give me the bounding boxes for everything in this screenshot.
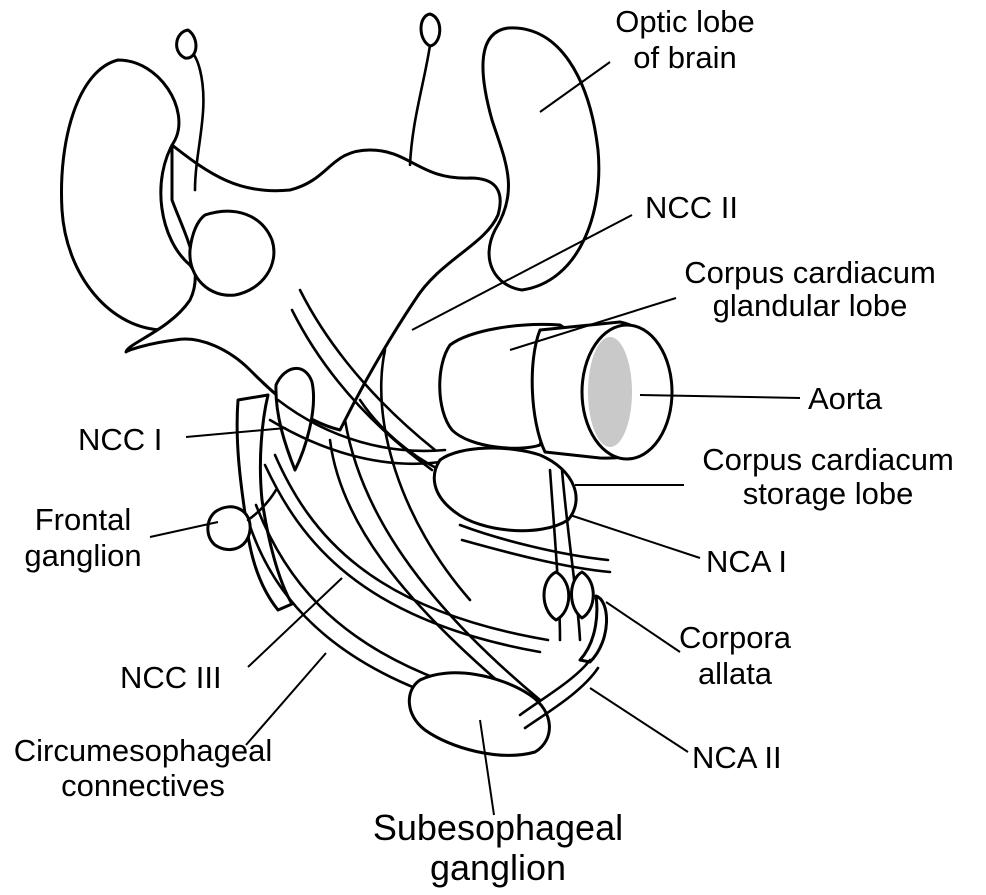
deutocerebrum xyxy=(190,211,274,295)
label-frontal-1: Frontal xyxy=(35,502,131,537)
label-ncc-i: NCC I xyxy=(78,422,162,457)
label-aorta: Aorta xyxy=(808,381,883,416)
subesophageal-body xyxy=(409,673,549,756)
label-nca-i: NCA I xyxy=(706,544,787,579)
label-corpora-allata-2: allata xyxy=(698,656,773,691)
subesophageal-ganglion xyxy=(409,660,598,755)
label-ncc-ii: NCC II xyxy=(645,190,738,225)
label-cc-glandular-1: Corpus cardiacum xyxy=(684,255,936,290)
nca-i-nerve-b xyxy=(462,540,610,572)
label-circumesophageal-2: connectives xyxy=(61,768,225,803)
leader-nca-i xyxy=(570,515,700,558)
leader-ncc-iii xyxy=(248,578,342,667)
label-optic-lobe-2: of brain xyxy=(633,40,736,75)
frontal-ganglion-body xyxy=(208,507,250,550)
label-frontal-2: ganglion xyxy=(24,538,141,573)
aorta-opening-shade xyxy=(588,337,632,447)
cc-storage-lobe xyxy=(434,448,576,531)
ocellar-nerve-right xyxy=(410,45,430,165)
label-cc-glandular-2: glandular lobe xyxy=(713,288,908,323)
label-corpora-allata-1: Corpora xyxy=(679,620,792,655)
label-optic-lobe-1: Optic lobe xyxy=(615,4,755,39)
right-optic-lobe xyxy=(483,28,599,290)
leader-circumesophageal xyxy=(246,653,326,745)
leader-nca-ii xyxy=(590,688,688,752)
label-circumesophageal-1: Circumesophageal xyxy=(14,733,272,768)
label-ncc-iii: NCC III xyxy=(120,660,222,695)
corpus-allatum-left xyxy=(544,572,569,620)
ocellus-right xyxy=(421,14,440,46)
label-cc-storage-2: storage lobe xyxy=(743,476,914,511)
label-subesophageal-2: ganglion xyxy=(430,847,566,888)
label-cc-storage-1: Corpus cardiacum xyxy=(702,442,954,477)
ocellus-left xyxy=(177,30,196,58)
label-subesophageal-1: Subesophageal xyxy=(373,807,623,848)
label-nca-ii: NCA II xyxy=(692,740,782,775)
corpus-allatum-right xyxy=(572,572,594,618)
leader-corpora-allata xyxy=(606,602,680,652)
